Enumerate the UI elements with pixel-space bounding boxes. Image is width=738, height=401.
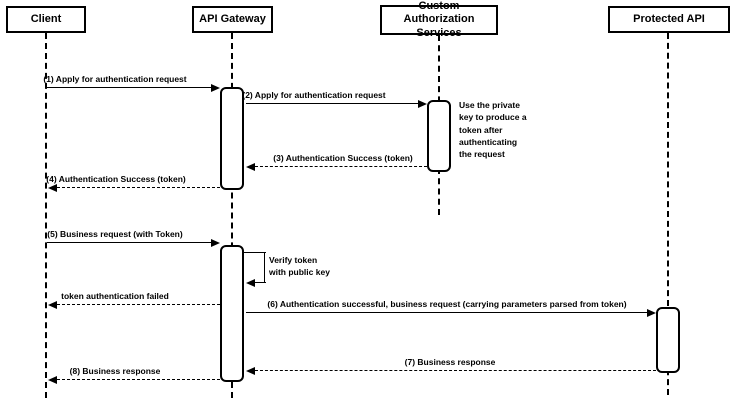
message-5-line — [47, 242, 211, 243]
message-6-line — [246, 312, 647, 313]
message-4-arrowhead — [48, 184, 57, 192]
participant-protected-api: Protected API — [608, 6, 730, 33]
self-message-verify-token-label: Verify token with public key — [269, 255, 330, 278]
message-5-arrowhead — [211, 239, 220, 247]
message-1-label: (1) Apply for authentication request — [43, 74, 187, 84]
message-8-label: (8) Business response — [69, 366, 161, 376]
message-token-failed-arrowhead — [48, 301, 57, 309]
message-2-line — [246, 103, 418, 104]
lifeline-client — [45, 33, 47, 398]
message-3-arrowhead — [246, 163, 255, 171]
message-2-label: (2) Apply for authentication request — [242, 90, 386, 100]
self-message-line-right — [264, 252, 265, 283]
message-8-arrowhead — [48, 376, 57, 384]
lifeline-protected-api — [667, 33, 669, 395]
message-6-arrowhead — [647, 309, 656, 317]
message-5-label: (5) Business request (with Token) — [47, 229, 183, 239]
participant-api-gateway: API Gateway — [192, 6, 273, 33]
message-3-line — [255, 166, 427, 167]
message-4-line — [57, 187, 220, 188]
message-token-failed-line — [57, 304, 220, 305]
message-1-arrowhead — [211, 84, 220, 92]
note-private-key: Use the private key to produce a token a… — [459, 100, 527, 160]
participant-custom-authorization-services: Custom Authorization Services — [380, 0, 498, 39]
self-message-line-top — [244, 252, 266, 253]
message-7-arrowhead — [246, 367, 255, 375]
message-4-label: (4) Authentication Success (token) — [46, 174, 186, 184]
message-8-line — [57, 379, 220, 380]
participant-client: Client — [6, 6, 86, 33]
message-token-failed-label: token authentication failed — [61, 291, 169, 301]
message-1-line — [47, 87, 211, 88]
self-message-line-bottom — [255, 282, 266, 283]
activation-api-gateway-auth — [220, 87, 244, 190]
message-3-label: (3) Authentication Success (token) — [273, 153, 413, 163]
activation-api-gateway-business — [220, 245, 244, 382]
message-2-arrowhead — [418, 100, 427, 108]
message-7-label: (7) Business response — [404, 357, 496, 367]
lifeline-api-gateway — [231, 33, 233, 398]
activation-custom-authorization-services — [427, 100, 451, 172]
activation-protected-api — [656, 307, 680, 373]
message-6-label: (6) Authentication successful, business … — [267, 299, 627, 309]
message-7-line — [255, 370, 656, 371]
self-message-arrowhead — [246, 279, 255, 287]
